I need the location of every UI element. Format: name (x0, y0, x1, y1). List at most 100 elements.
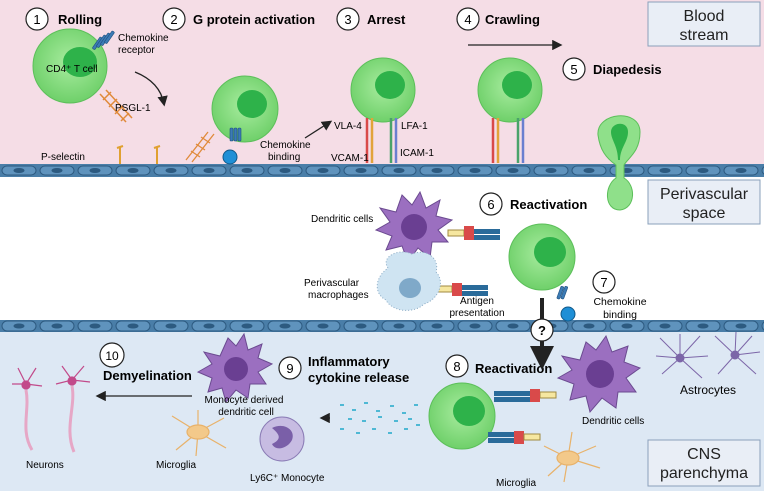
cytokine-dot (340, 404, 344, 406)
rolling-arrow (134, 71, 168, 107)
cytokine-dot (394, 420, 398, 422)
antigen-presentation-label-2: presentation (449, 308, 504, 319)
svg-text:5: 5 (570, 62, 577, 77)
endothelial-nucleus (203, 323, 215, 329)
svg-text:8: 8 (453, 359, 460, 374)
svg-text:4: 4 (464, 12, 471, 27)
microglia-left-label: Microglia (156, 460, 196, 471)
chemokine-receptor-label-1: Chemokine (118, 33, 169, 44)
endothelial-nucleus (659, 323, 671, 329)
endothelial-nucleus (697, 168, 709, 173)
cns-label-box: CNS parenchyma (647, 439, 761, 487)
step-8: 8 Reactivation (445, 354, 552, 378)
svg-text:stream: stream (680, 27, 729, 44)
endothelial-nucleus (51, 323, 63, 329)
cytokine-dot (348, 418, 352, 420)
dendritic-cells-top-label: Dendritic cells (311, 214, 373, 225)
cytokine-particles (340, 402, 420, 434)
step-9-label-line1: Inflammatory (308, 354, 390, 369)
endothelial-nucleus (355, 323, 367, 329)
pselectin-label: P-selectin (41, 152, 85, 163)
endothelial-nucleus (89, 323, 101, 329)
svg-text:6: 6 (487, 197, 494, 212)
question-mark: ? (538, 323, 546, 338)
tcr-complex-3 (494, 389, 557, 402)
svg-text:2: 2 (170, 12, 177, 27)
cytokine-dot (340, 428, 344, 430)
tcr-complex-1 (447, 226, 500, 240)
antigen-presentation-label-1: Antigen (460, 296, 494, 307)
tcell-rolling: CD4⁺ T cell (32, 28, 133, 123)
perivascular-label: Perivascular (660, 186, 749, 203)
step-6: 6 Reactivation (479, 192, 587, 216)
tcell-gprotein (185, 75, 279, 165)
cytokine-dot (376, 410, 380, 412)
microglia-bottom-label: Microglia (496, 478, 536, 489)
endothelial-nucleus (13, 168, 25, 173)
tcell-arrest (350, 57, 416, 163)
ly6c-monocyte-label: Ly6C⁺ Monocyte (250, 473, 325, 484)
svg-text:1: 1 (33, 12, 40, 27)
monocyte-dc-label-1: Monocyte derived (205, 395, 284, 406)
dendritic-cell-bottom (556, 334, 642, 414)
step-5: 5 Diapedesis (562, 57, 662, 81)
endothelium-top (0, 164, 764, 177)
vla4-label: VLA-4 (334, 121, 362, 132)
endothelial-nucleus (469, 168, 481, 173)
endothelial-nucleus (279, 168, 291, 173)
astrocytes-icon (655, 331, 761, 379)
endothelial-nucleus (507, 323, 519, 329)
step-4-label: Crawling (485, 12, 540, 27)
endothelial-nucleus (583, 323, 595, 329)
perivascular-region (0, 176, 764, 322)
step-2-label: G protein activation (193, 12, 315, 27)
step-9-label-line2: cytokine release (308, 370, 409, 385)
cytokine-dot (402, 412, 406, 414)
cytokine-dot (414, 404, 418, 406)
endothelial-nucleus (51, 168, 63, 173)
endothelial-nucleus (317, 168, 329, 173)
step-1: 1 Rolling (25, 7, 102, 31)
endothelial-nucleus (127, 168, 139, 173)
cns-label: CNS (687, 446, 721, 463)
macrophage (376, 251, 441, 311)
endothelial-nucleus (431, 168, 443, 173)
step-8-label: Reactivation (475, 361, 552, 376)
pselectin-icon (116, 145, 161, 164)
gprotein-arrow (304, 120, 333, 139)
lfa1-label: LFA-1 (401, 121, 428, 132)
chemokine-receptor-icon (92, 30, 115, 50)
tcell-perivascular (508, 223, 576, 322)
perivascular-label-box: Perivascular space (647, 179, 761, 225)
svg-text:space: space (683, 205, 726, 222)
step-10: 10 Demyelination (99, 342, 192, 383)
endothelial-nucleus (735, 168, 747, 173)
step-3-label: Arrest (367, 12, 406, 27)
cytokine-dot (356, 432, 360, 434)
icam1-label: ICAM-1 (400, 148, 434, 159)
step-5-label: Diapedesis (593, 62, 662, 77)
endothelial-nucleus (431, 323, 443, 329)
cns-region (0, 331, 764, 491)
cytokine-dot (404, 428, 408, 430)
step-7-label-line1: Chemokine (593, 296, 646, 308)
endothelial-nucleus (127, 323, 139, 329)
endothelial-nucleus (241, 323, 253, 329)
endothelial-nucleus (735, 323, 747, 329)
neurons-icon (12, 365, 91, 453)
cytokine-dot (352, 409, 356, 411)
endothelial-nucleus (621, 323, 633, 329)
tcell-diapedesis (597, 115, 641, 211)
endothelial-nucleus (13, 323, 25, 329)
step-4: 4 Crawling (456, 7, 540, 31)
endothelial-nucleus (469, 323, 481, 329)
cytokine-dot (362, 420, 366, 422)
ly6c-monocyte (259, 416, 305, 462)
monocyte-derived-dc (196, 332, 274, 404)
vcam1-label: VCAM-1 (331, 153, 369, 164)
blood-stream-label: Blood (684, 8, 725, 25)
endothelial-nucleus (317, 323, 329, 329)
endothelial-nucleus (89, 168, 101, 173)
step-6-label: Reactivation (510, 197, 587, 212)
